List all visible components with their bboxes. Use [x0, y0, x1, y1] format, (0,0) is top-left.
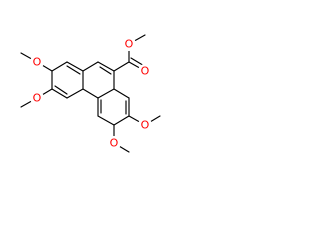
bond-middle-5	[82, 88, 99, 99]
bond-right-3	[113, 115, 130, 126]
oxygen-left-bottom: O	[33, 92, 42, 105]
bond-ester-carbon	[113, 61, 130, 72]
bond-middle-4	[97, 88, 115, 99]
oxygen-right-top: O	[141, 119, 150, 132]
oxygen-labels: O O O O O O	[30, 37, 152, 150]
bond-left-5	[66, 88, 84, 99]
bond-left-1	[66, 61, 84, 72]
bond-middle-inner-1	[99, 66, 112, 75]
bond-left-inner-2	[54, 85, 68, 95]
oxygen-right-bottom: O	[110, 137, 119, 150]
oxygen-left-top: O	[33, 56, 42, 69]
bond-left-inner-1	[66, 65, 81, 75]
bond-right-1	[113, 88, 130, 99]
molecule-drawing: O O O O O O	[20, 34, 161, 153]
bond-lines	[20, 34, 161, 153]
bond-left-2	[51, 61, 68, 72]
bond-middle-2	[97, 61, 115, 72]
bond-right-4	[97, 115, 115, 126]
bond-left-4	[51, 88, 68, 99]
bond-middle-1	[82, 61, 99, 72]
structure-diagram: O O O O O O	[20, 34, 161, 153]
oxygen-carbonyl: O	[141, 65, 150, 78]
oxygen-ester: O	[125, 38, 134, 51]
